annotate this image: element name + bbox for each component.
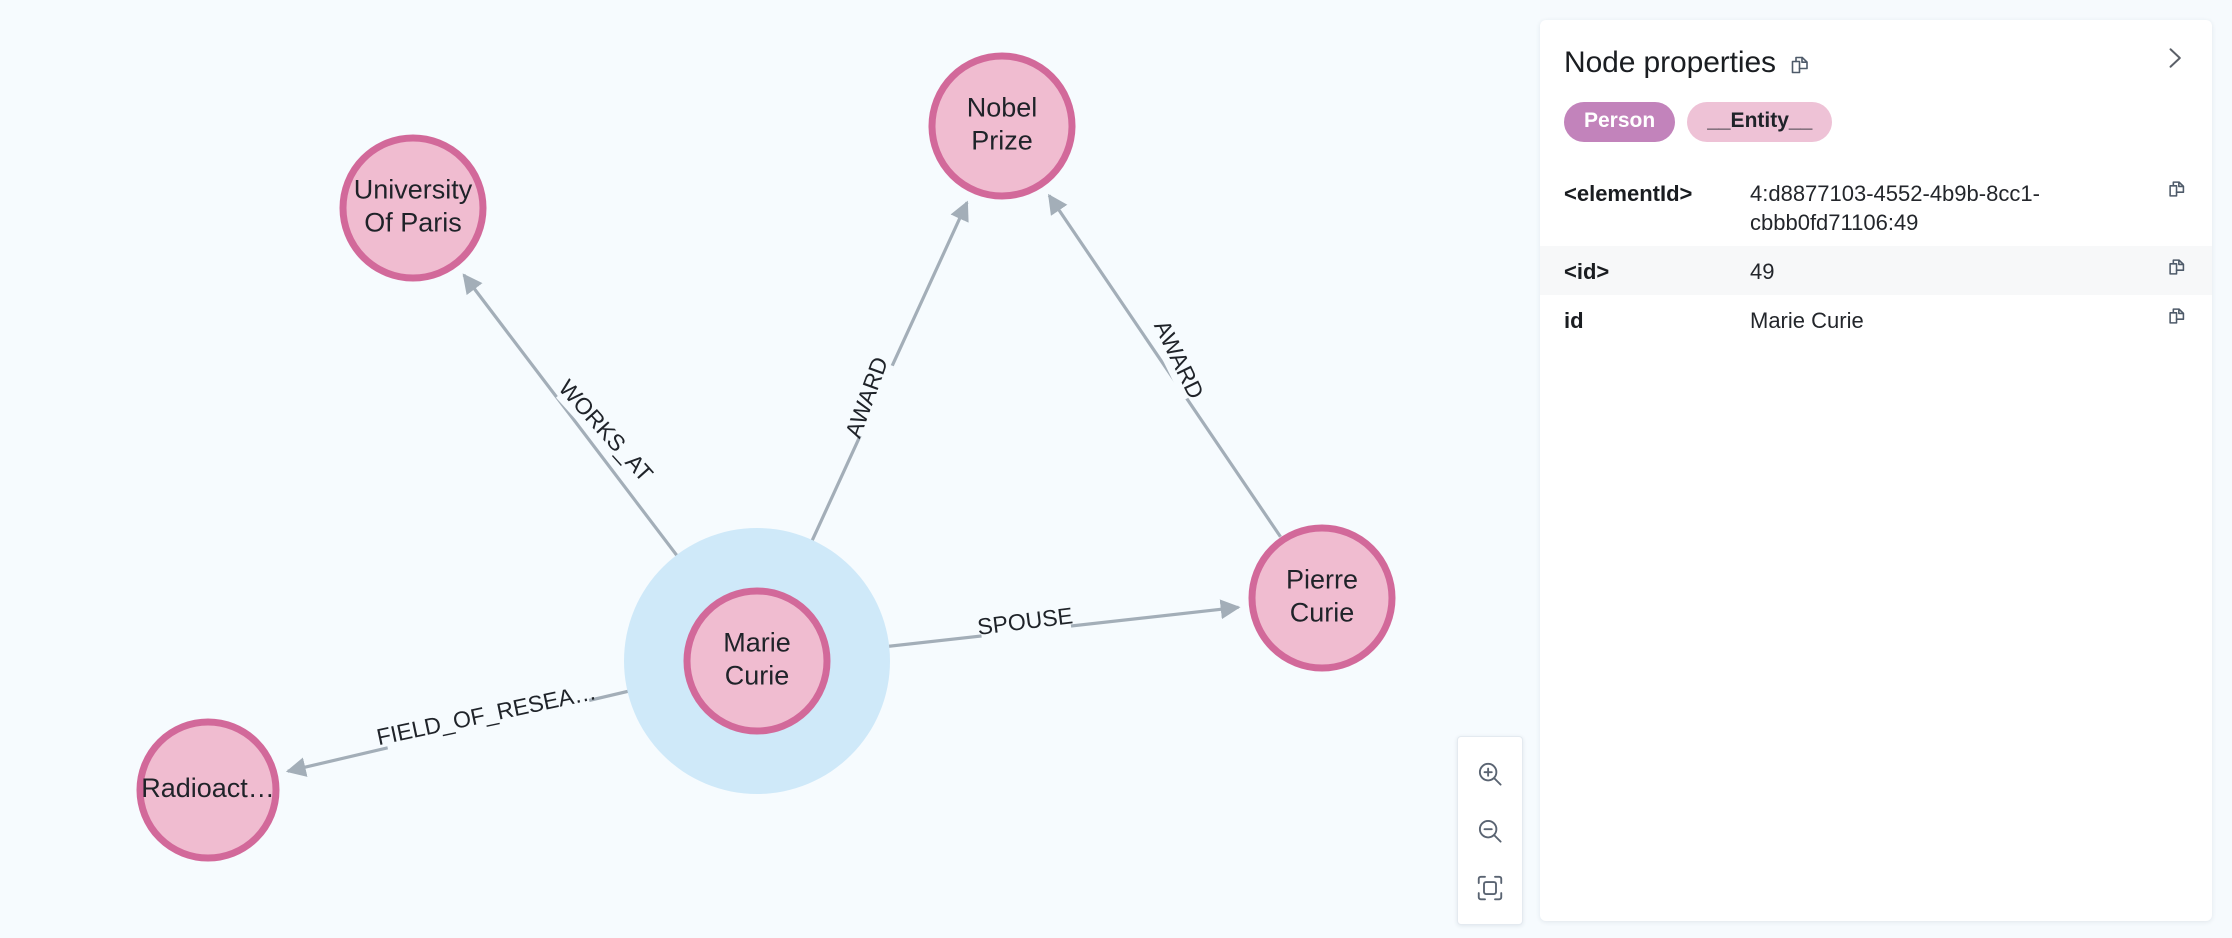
property-key: id — [1564, 308, 1584, 334]
collapse-panel-button[interactable] — [2154, 38, 2194, 78]
copy-icon — [2169, 308, 2185, 324]
node-circle[interactable] — [136, 718, 280, 862]
node-label: Nobel — [967, 93, 1038, 123]
panel-header: Node properties — [1540, 20, 2212, 80]
node-label: Radioact… — [141, 773, 275, 803]
edge-label-backdrop — [842, 357, 894, 439]
properties-table: <elementId> 4:d8877103-4552-4b9b-8cc1-cbb… — [1540, 168, 2212, 344]
zoom-in-icon — [1478, 762, 1502, 786]
node-label-chip-0[interactable]: Person — [1564, 102, 1676, 143]
node-label: Of Paris — [364, 208, 462, 238]
edge-label-backdrop — [979, 604, 1072, 642]
property-value: Marie Curie — [1750, 308, 1864, 334]
property-row: id Marie Curie — [1540, 295, 2212, 344]
copy-property-button[interactable] — [2154, 177, 2188, 200]
property-value: 49 — [1750, 259, 1775, 285]
property-key: <id> — [1564, 259, 1610, 285]
edge-label-backdrop — [1148, 320, 1206, 401]
graph-edge-award_2[interactable] — [1047, 193, 1282, 538]
edge-label-backdrop — [555, 380, 653, 484]
copy-property-button[interactable] — [2154, 255, 2188, 278]
zoom-in-button[interactable] — [1468, 752, 1512, 796]
property-row: <elementId> 4:d8877103-4552-4b9b-8cc1-cbb… — [1540, 168, 2212, 246]
copy-icon — [2169, 181, 2185, 197]
node-circle[interactable] — [1248, 524, 1396, 672]
copy-property-button[interactable] — [2154, 304, 2188, 327]
property-value: 4:d8877103-4552-4b9b-8cc1-cbbb0fd71106:4… — [1750, 181, 2040, 236]
node-label: Pierre — [1286, 565, 1358, 595]
zoom-out-icon — [1478, 819, 1502, 843]
edge-label-works_at: WORKS_AT — [554, 375, 659, 487]
node-circle[interactable] — [339, 134, 487, 282]
fit-to-screen-button[interactable] — [1468, 866, 1512, 910]
node-circle[interactable] — [683, 587, 831, 735]
edge-label-backdrop — [382, 681, 591, 751]
property-row: <id> 49 — [1540, 246, 2212, 296]
zoom-out-button[interactable] — [1468, 809, 1512, 853]
copy-icon — [1791, 56, 1808, 74]
node-label: Curie — [725, 661, 790, 691]
graph-node-radioact[interactable]: Radioact… — [136, 718, 280, 862]
property-key: <elementId> — [1564, 181, 1693, 207]
node-label: Curie — [1290, 598, 1355, 628]
zoom-controls — [1457, 736, 1523, 925]
graph-edge-works_at[interactable] — [462, 273, 714, 604]
node-properties-panel: Node properties Person __Entity__ <elemen… — [1540, 20, 2212, 921]
chevron-right-icon — [2169, 48, 2181, 68]
copy-icon — [2169, 259, 2185, 275]
copy-all-properties-icon[interactable] — [1788, 53, 1812, 77]
node-label: Marie — [723, 628, 791, 658]
node-label: Prize — [971, 126, 1033, 156]
page-title: Node properties — [1564, 46, 1776, 79]
node-circle[interactable] — [928, 52, 1076, 200]
edge-label-field_of: FIELD_OF_RESEA… — [374, 678, 598, 750]
fit-to-screen-icon — [1477, 875, 1503, 900]
edge-label-award_1: AWARD — [840, 353, 893, 441]
node-label: University — [354, 175, 473, 205]
node-label-chip-1[interactable]: __Entity__ — [1687, 102, 1833, 143]
node-labels-chip-list: Person __Entity__ — [1540, 80, 2212, 143]
